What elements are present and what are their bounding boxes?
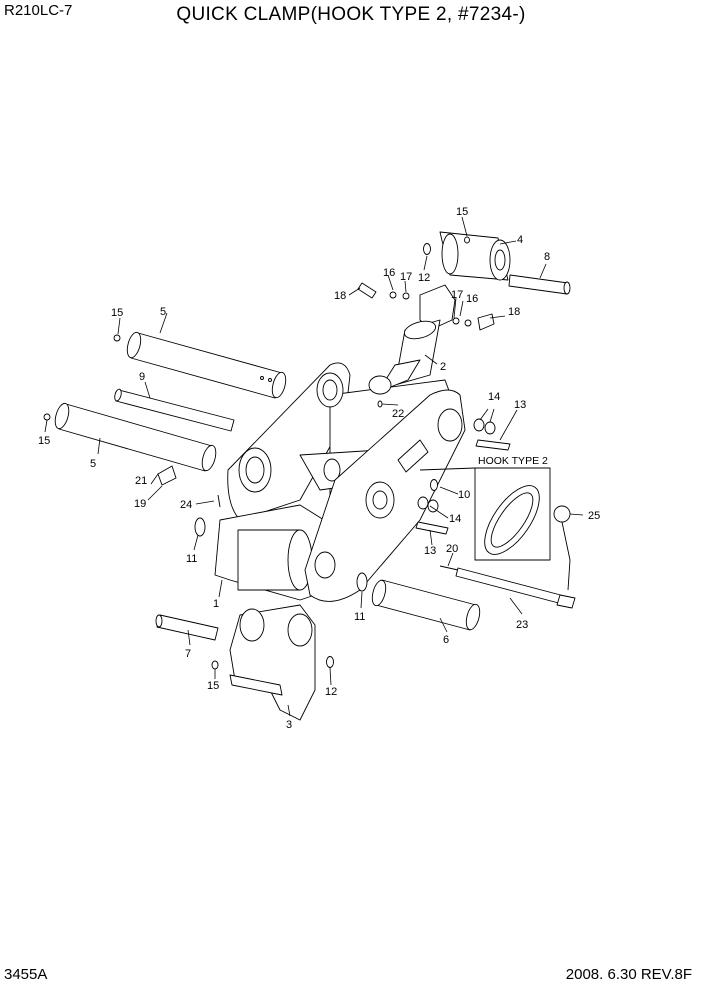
callout-7: 7 xyxy=(185,648,191,660)
pin-7 xyxy=(155,614,219,641)
revision-date: 2008. 6.30 REV.8F xyxy=(565,966,692,983)
callout-22: 22 xyxy=(392,408,404,420)
callout-19: 19 xyxy=(134,498,146,510)
hook-type-2-inset xyxy=(419,467,551,561)
callout-11-right: 11 xyxy=(354,611,365,623)
callout-4: 4 xyxy=(517,234,523,246)
pin-5-upper xyxy=(126,331,287,399)
callout-18-left: 18 xyxy=(334,290,346,302)
pin-8 xyxy=(508,274,571,295)
callout-24: 24 xyxy=(180,499,192,511)
lock-pin-25 xyxy=(553,505,571,591)
callout-25: 25 xyxy=(588,510,600,522)
leader-lines xyxy=(44,216,584,717)
callout-1: 1 xyxy=(213,598,219,610)
callout-9: 9 xyxy=(139,371,145,383)
callout-12-bottom: 12 xyxy=(325,686,337,698)
callout-18-right: 18 xyxy=(508,306,520,318)
callout-15-top: 15 xyxy=(456,206,468,218)
callout-3: 3 xyxy=(286,719,292,731)
page-title: QUICK CLAMP(HOOK TYPE 2, #7234-) xyxy=(176,4,526,25)
callout-17-left: 17 xyxy=(400,271,412,283)
callout-5-lower: 5 xyxy=(90,458,96,470)
small-parts xyxy=(43,236,511,670)
callout-15-bottom: 15 xyxy=(207,680,219,692)
callout-15-left-upper: 15 xyxy=(111,307,123,319)
callout-5-upper: 5 xyxy=(160,306,166,318)
callout-13-bottom: 13 xyxy=(424,545,436,557)
callout-20: 20 xyxy=(446,543,458,555)
hydraulic-cylinder xyxy=(368,284,456,395)
callout-21: 21 xyxy=(135,475,147,487)
callout-10: 10 xyxy=(458,489,470,501)
callout-labels: 1 2 3 4 5 5 6 7 8 9 10 11 11 12 12 13 13… xyxy=(38,206,600,731)
callout-8: 8 xyxy=(544,251,550,263)
callout-12-top: 12 xyxy=(418,272,430,284)
callout-16-right: 16 xyxy=(466,293,478,305)
block-4 xyxy=(439,231,511,281)
callout-23: 23 xyxy=(516,619,528,631)
callout-14-top: 14 xyxy=(488,391,500,403)
callout-14-bottom: 14 xyxy=(449,513,461,525)
hook-3 xyxy=(229,604,316,721)
pin-6 xyxy=(371,579,481,631)
pin-5-lower xyxy=(54,402,217,472)
hook-type-2-label: HOOK TYPE 2 xyxy=(478,455,548,467)
callout-15-left-lower: 15 xyxy=(38,435,50,447)
callout-16-left: 16 xyxy=(383,267,395,279)
side-plate xyxy=(304,389,466,602)
callout-2: 2 xyxy=(440,361,446,373)
page-number: 3455A xyxy=(4,966,48,983)
callout-13-top: 13 xyxy=(514,399,526,411)
rod-23 xyxy=(455,567,576,609)
pin-9 xyxy=(114,388,235,432)
callout-17-right: 17 xyxy=(451,289,463,301)
callout-6: 6 xyxy=(443,634,449,646)
model-code: R210LC-7 xyxy=(4,2,73,19)
callout-11-left: 11 xyxy=(186,553,197,565)
